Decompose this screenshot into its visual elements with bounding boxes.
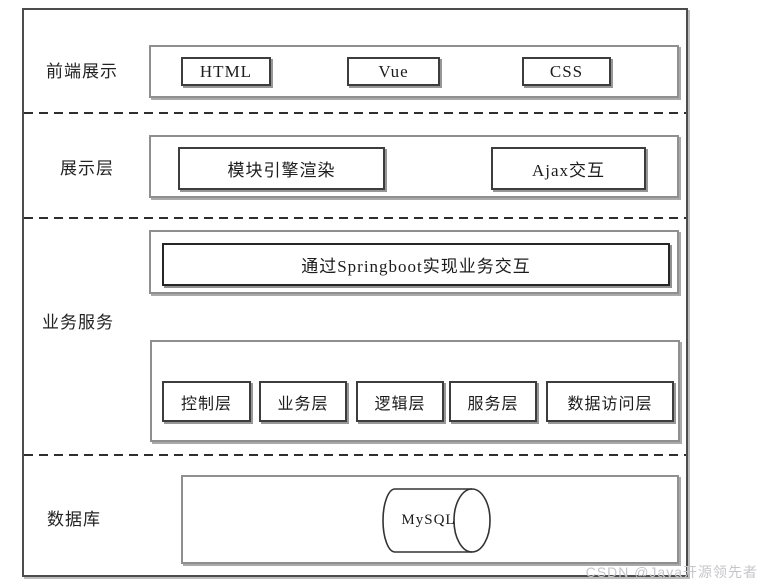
database-container: MySQL xyxy=(181,475,679,564)
box-ajax: Ajax交互 xyxy=(491,147,646,190)
layer-label-display: 展示层 xyxy=(60,159,114,178)
box-data-access-layer: 数据访问层 xyxy=(546,381,674,422)
box-logic-layer: 逻辑层 xyxy=(356,381,444,422)
layer-divider-1 xyxy=(24,112,686,114)
watermark: CSDN @Java开源领先者 xyxy=(585,564,758,580)
layer-divider-3 xyxy=(24,454,686,456)
box-vue: Vue xyxy=(347,57,440,86)
box-template-render: 模块引擎渲染 xyxy=(178,147,385,190)
diagram-border: 前端展示 HTML Vue CSS 展示层 模块引擎渲染 Ajax交互 业务服务… xyxy=(22,8,688,577)
layer-label-business: 业务服务 xyxy=(42,313,114,332)
mysql-cylinder: MySQL xyxy=(381,487,492,554)
springboot-banner: 通过Springboot实现业务交互 xyxy=(162,243,670,286)
service-layers-container: 控制层 业务层 逻辑层 服务层 数据访问层 xyxy=(150,340,680,442)
box-css: CSS xyxy=(522,57,611,86)
layer-label-frontend: 前端展示 xyxy=(46,62,118,81)
display-container: 模块引擎渲染 Ajax交互 xyxy=(149,135,679,198)
box-service-layer: 服务层 xyxy=(449,381,537,422)
box-control-layer: 控制层 xyxy=(162,381,251,422)
springboot-container: 通过Springboot实现业务交互 xyxy=(149,230,679,294)
mysql-label: MySQL xyxy=(401,512,456,528)
box-html: HTML xyxy=(181,57,271,86)
layer-label-database: 数据库 xyxy=(47,510,101,529)
database-cylinder-icon xyxy=(382,488,491,553)
frontend-container: HTML Vue CSS xyxy=(149,45,679,98)
box-business-layer: 业务层 xyxy=(259,381,347,422)
layer-divider-2 xyxy=(24,217,686,219)
